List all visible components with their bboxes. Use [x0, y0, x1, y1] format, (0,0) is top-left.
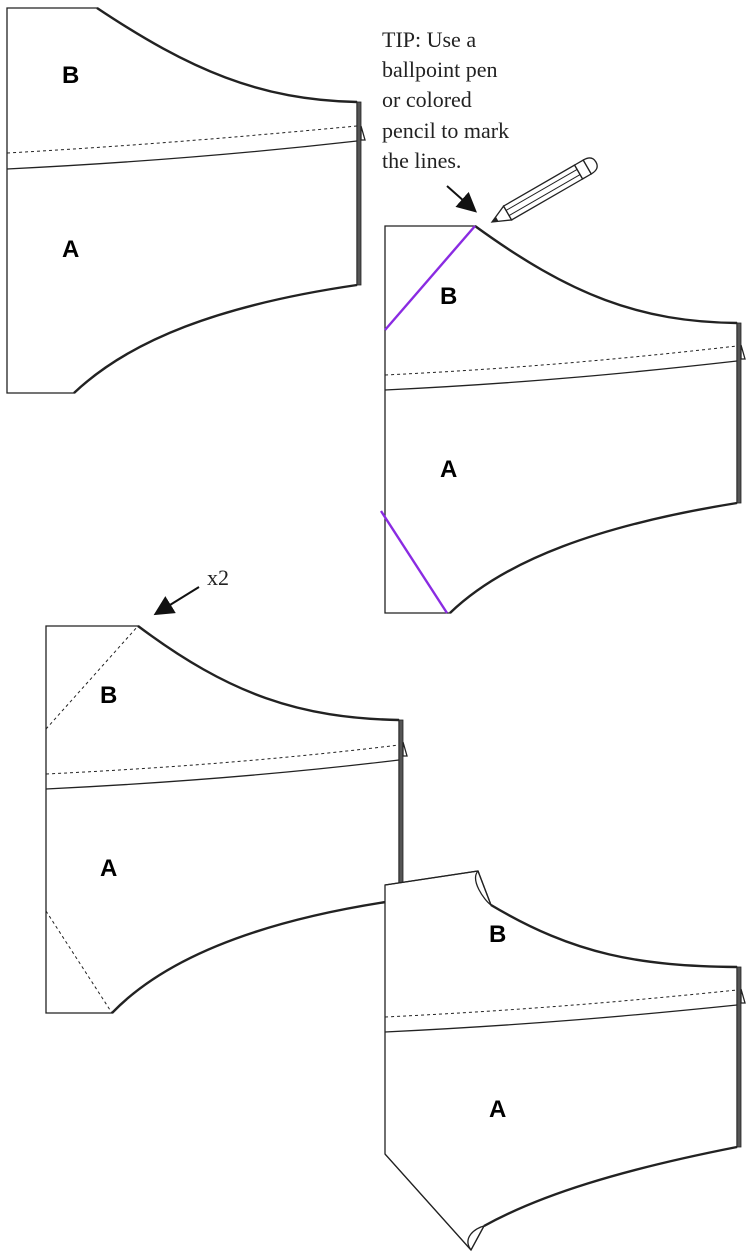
pencil-icon	[490, 157, 598, 223]
multiplier-label: x2	[207, 565, 229, 590]
tip-line-1: TIP: Use a	[382, 27, 476, 52]
multiplier-note: x2	[153, 565, 229, 616]
piece-3-label-b: B	[100, 682, 117, 709]
pattern-piece-4: B A	[384, 870, 746, 1252]
pattern-piece-1: B A	[6, 7, 366, 394]
arrow-icon	[446, 185, 477, 213]
pattern-piece-3: B A	[45, 625, 408, 1014]
tip-line-4: pencil to mark	[382, 118, 509, 143]
tip-note: TIP: Use a ballpoint pen or colored penc…	[382, 27, 509, 173]
piece-4-label-a: A	[489, 1096, 506, 1123]
pattern-piece-2: B A	[379, 225, 746, 614]
piece-1-label-b: B	[62, 62, 79, 89]
piece-2-label-a: A	[440, 456, 457, 483]
piece-1-label-a: A	[62, 236, 79, 263]
piece-2-label-b: B	[440, 283, 457, 310]
tip-line-5: the lines.	[382, 148, 461, 173]
piece-3-label-a: A	[100, 855, 117, 882]
tip-line-2: ballpoint pen	[382, 57, 497, 82]
tip-line-3: or colored	[382, 87, 472, 112]
piece-4-label-b: B	[489, 921, 506, 948]
